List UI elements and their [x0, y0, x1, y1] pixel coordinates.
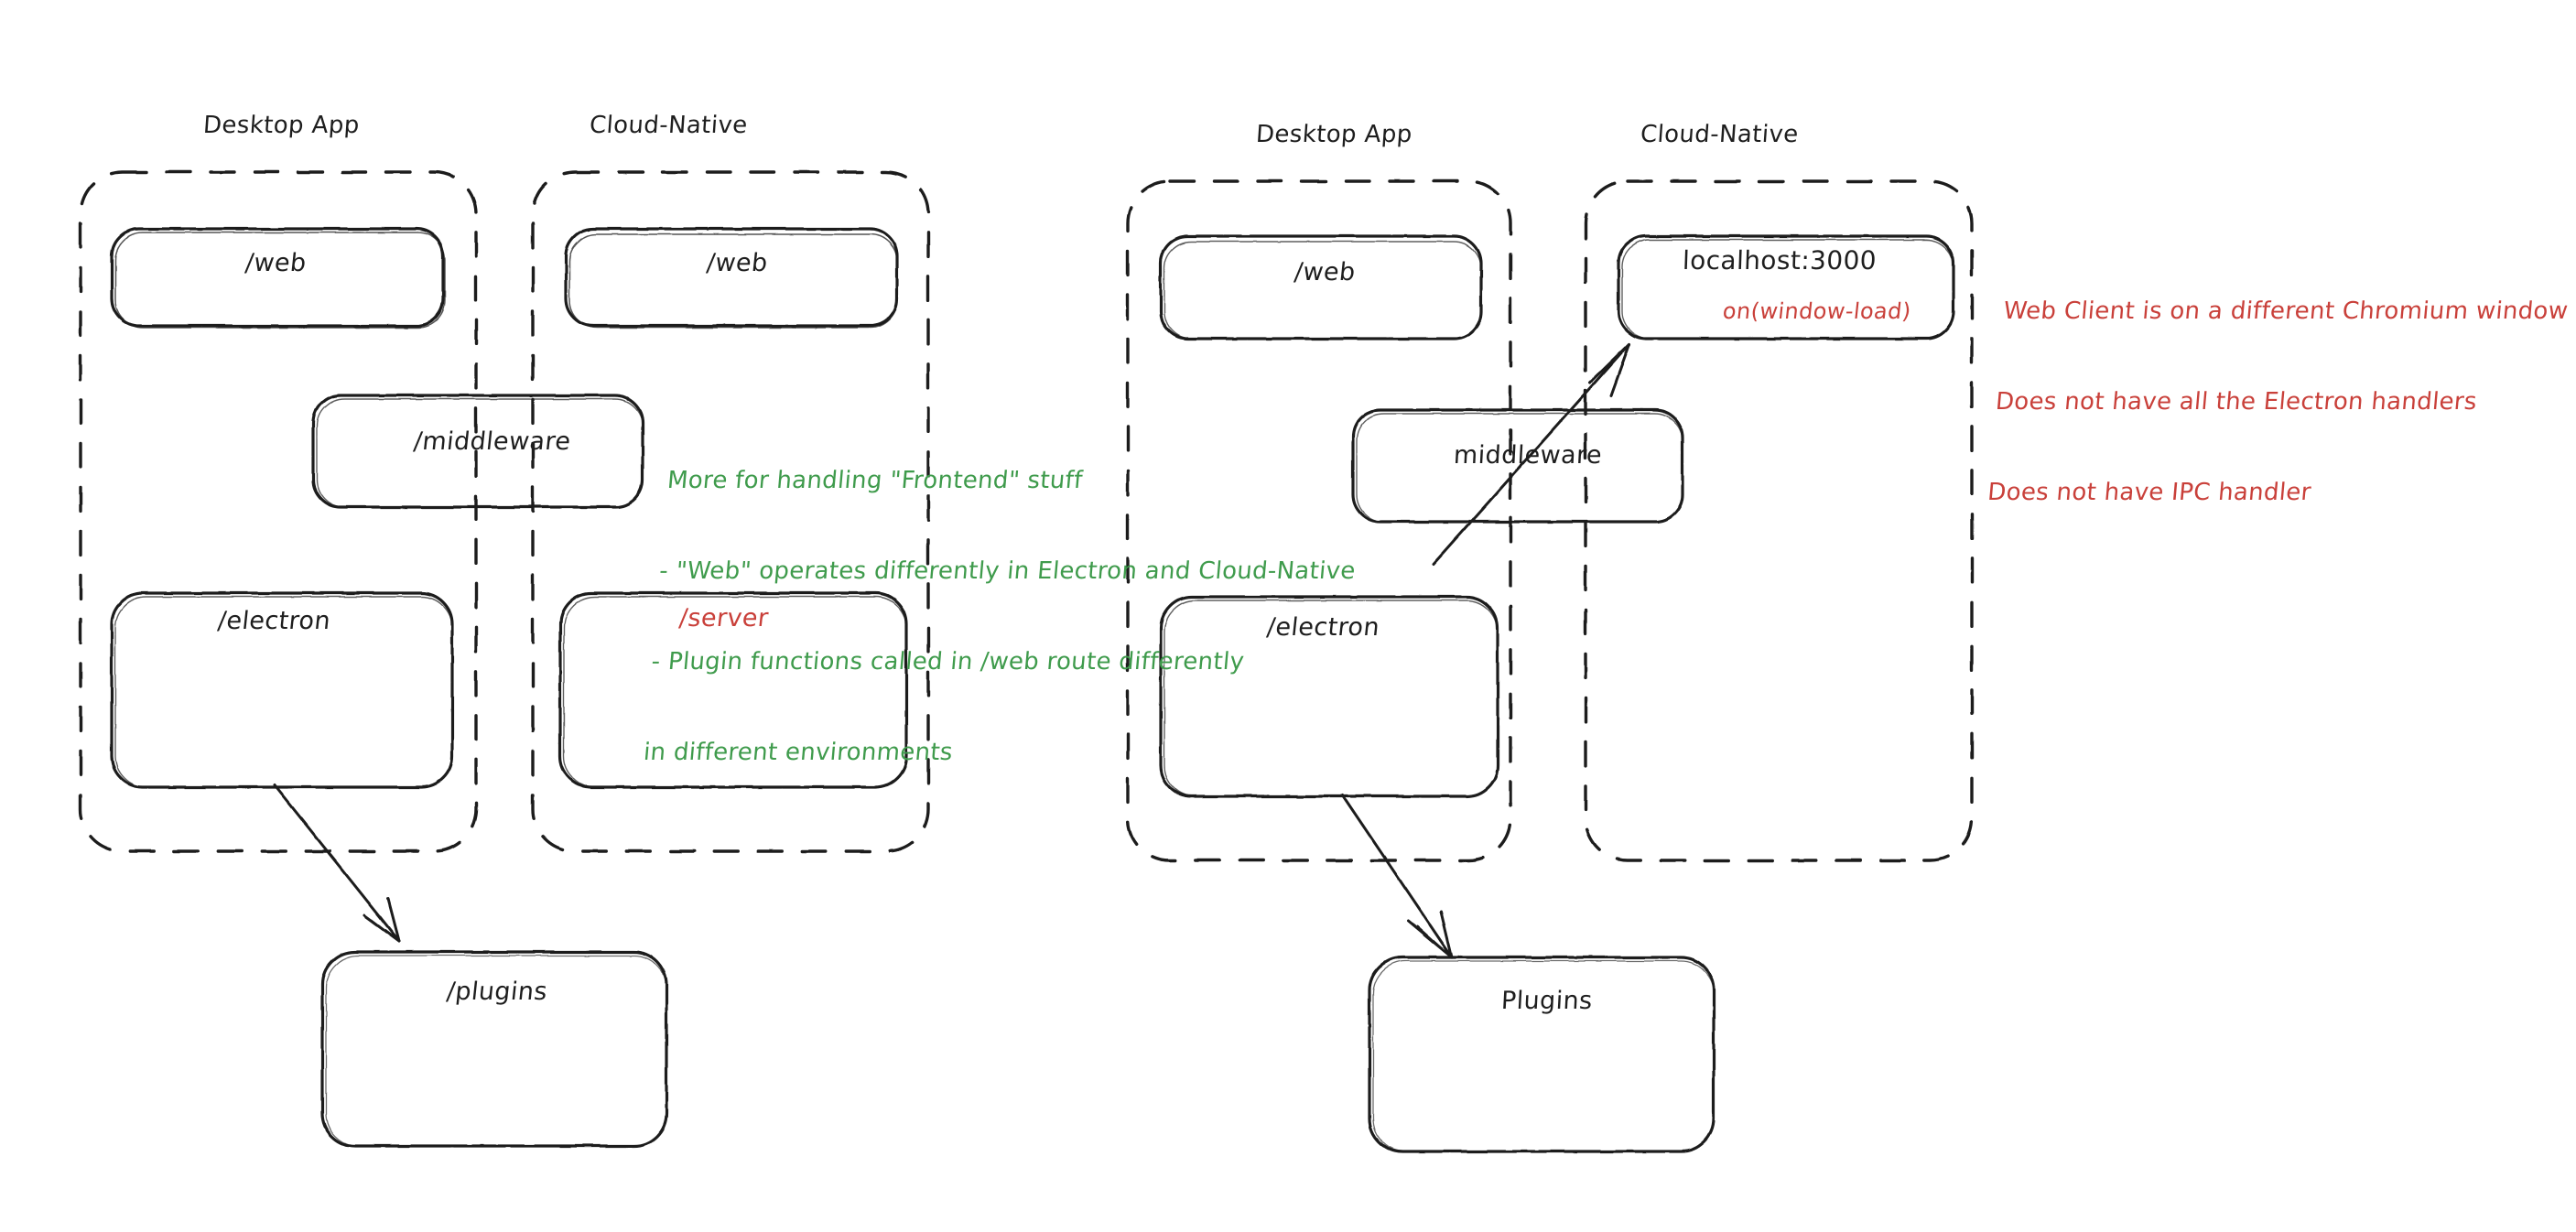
group-title-right-cloud-native: Cloud-Native: [1639, 121, 1800, 148]
node-right-electron-border: [1159, 595, 1499, 798]
node-left-plugins-border: [320, 950, 668, 1148]
node-label-left-middleware: /middleware: [412, 427, 573, 456]
node-left-cloud-web-border: [564, 227, 899, 329]
node-label-left-electron: /electron: [216, 607, 332, 635]
node-left-electron-border: [110, 591, 454, 789]
node-label-right-plugins: Plugins: [1500, 987, 1594, 1015]
node-left-server-border: [558, 591, 908, 789]
note-green-line-3: - Plugin functions called in /web route …: [650, 648, 1246, 675]
node-right-middleware-border: [1351, 408, 1684, 524]
node-sublabel-right-localhost-on-window-load: on(window-load): [1721, 298, 1913, 324]
group-left-cloud-native-border: [531, 170, 930, 853]
node-right-desktop-web-border: [1159, 234, 1483, 340]
group-title-right-desktop-app: Desktop App: [1254, 121, 1413, 148]
node-label-right-desktop-web: /web: [1293, 258, 1358, 286]
node-label-right-electron: /electron: [1265, 613, 1381, 642]
group-left-desktop-app-border: [79, 170, 478, 853]
note-red-line-3: Does not have IPC handler: [1986, 479, 2312, 506]
node-label-left-plugins: /plugins: [445, 978, 549, 1006]
node-label-left-cloud-web: /web: [705, 249, 770, 277]
node-right-plugins-border: [1368, 956, 1716, 1153]
node-label-left-desktop-web: /web: [244, 249, 308, 277]
note-green-frontend-handling: More for handling "Frontend" stuff - "We…: [637, 405, 1370, 828]
node-left-middleware-border: [311, 394, 644, 509]
node-right-localhost-border: [1617, 234, 1955, 340]
note-green-line-1: More for handling "Frontend" stuff: [666, 467, 1084, 494]
node-label-right-localhost: localhost:3000: [1682, 245, 1878, 276]
arrow-left-electron-to-plugins: [273, 784, 401, 943]
arrow-right-electron-to-plugins: [1340, 793, 1454, 959]
note-red-line-1: Web Client is on a different Chromium wi…: [2002, 297, 2570, 325]
node-left-desktop-web-border: [110, 227, 446, 329]
note-red-web-client-caveats: Web Client is on a different Chromium wi…: [1981, 236, 2574, 568]
note-red-line-2: Does not have all the Electron handlers: [1994, 388, 2479, 416]
group-title-left-desktop-app: Desktop App: [201, 112, 361, 139]
group-title-left-cloud-native: Cloud-Native: [588, 112, 749, 139]
node-label-right-middleware: middleware: [1453, 441, 1603, 470]
note-green-line-2: - "Web" operates differently in Electron…: [658, 557, 1357, 585]
note-green-line-4: in different environments: [642, 739, 955, 766]
arrow-right-electron-to-localhost: [1432, 342, 1631, 566]
